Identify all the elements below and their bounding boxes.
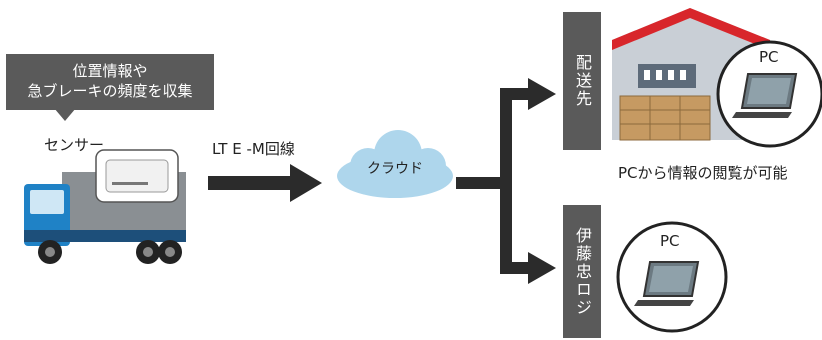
laptop-icon [732, 73, 798, 118]
callout-tail [54, 108, 76, 121]
callout-line-2: 急ブレーキの頻度を収集 [27, 82, 193, 100]
pc-label-bottom: PC [660, 232, 680, 250]
pc-view-caption: PCから情報の閲覧が可能 [618, 164, 788, 182]
cloud-label: クラウド [367, 161, 423, 177]
destination-label-itochu-logi: 伊藤忠ロジ [563, 205, 601, 338]
arrow-to-cloud [208, 164, 322, 202]
sensor-device-icon [95, 149, 179, 203]
branch-arrow [456, 78, 556, 284]
info-callout: 位置情報や 急ブレーキの頻度を収集 [6, 54, 214, 110]
laptop-icon [634, 261, 700, 306]
cloud-icon [337, 130, 453, 198]
pc-label-top: PC [759, 48, 779, 66]
callout-line-1: 位置情報や [72, 62, 148, 80]
sensor-label: センサー [44, 136, 105, 154]
pc-circle-bottom [616, 221, 728, 333]
pc-circle-top [716, 40, 822, 148]
lte-network-label: LT E -M回線 [212, 140, 295, 158]
destination-label-delivery: 配送先 [563, 12, 601, 150]
